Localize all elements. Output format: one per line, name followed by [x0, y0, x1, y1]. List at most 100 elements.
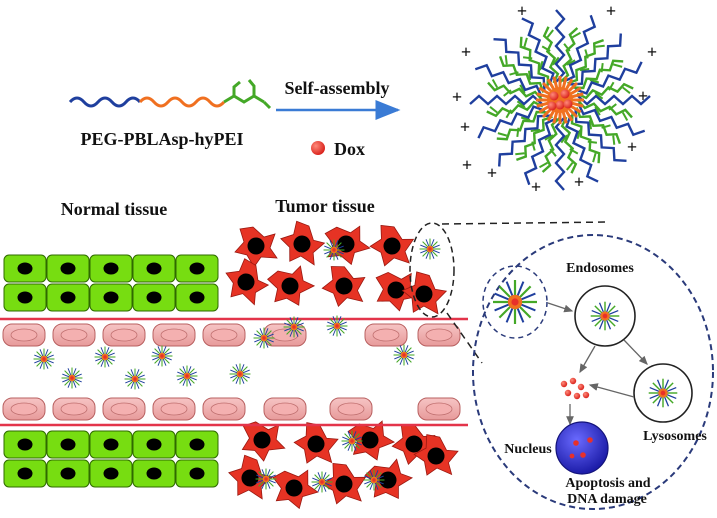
outcome-line-2: DNA damage [567, 492, 647, 507]
hypei-chain [487, 81, 543, 101]
nano-micelle [283, 316, 305, 338]
nano-micelle [393, 344, 415, 366]
normal-cell [3, 459, 47, 488]
hypei-branch [588, 119, 592, 130]
endothelial-cell [52, 397, 96, 421]
peg-chain [477, 105, 546, 139]
hypei-branch [608, 103, 617, 111]
hypei-branch [592, 152, 597, 163]
peg-chain [474, 63, 543, 98]
tumor-cell [319, 218, 374, 272]
tumor-cell [288, 418, 343, 472]
endothelium-top [2, 323, 461, 347]
blood-vessel [0, 317, 470, 427]
hypei-chain [541, 117, 561, 173]
peg-chain [469, 94, 543, 106]
lysosome [633, 363, 693, 423]
endothelial-cell [202, 397, 246, 421]
endothelium-bottom [2, 397, 461, 421]
peg-chain [554, 9, 566, 83]
endothelial-cell [52, 323, 96, 347]
peg-chain [562, 14, 597, 83]
dox-molecule [560, 89, 570, 99]
tumor-cell [267, 462, 322, 516]
peg-chain [523, 117, 558, 186]
nano-micelle [311, 471, 333, 493]
positive-charge-symbol: + [460, 117, 470, 137]
positive-charge-symbol: + [638, 86, 648, 106]
hypei-chain [486, 100, 544, 118]
normal-cell [3, 283, 47, 312]
hypei-branch [594, 92, 604, 100]
hypei-branch [579, 68, 590, 72]
peg-chain [574, 109, 627, 162]
endothelial-cell [417, 323, 461, 347]
hypei-chain [576, 82, 634, 100]
hypei-branch [569, 148, 579, 155]
hypei-branch [509, 71, 519, 76]
normal-cell [132, 254, 176, 283]
dox-molecule [555, 100, 565, 110]
nano-micelle [61, 367, 83, 389]
nano-micelle [255, 468, 277, 490]
hypei-branch [552, 56, 560, 66]
nano-micelle [229, 363, 251, 385]
peg-chain [565, 114, 599, 183]
hypei-branch [589, 79, 600, 84]
hypei-branch [523, 37, 528, 48]
positive-charge-symbol: + [627, 137, 637, 157]
hypei-branch [530, 128, 541, 132]
zoom-line-top [441, 221, 611, 225]
tumor-cell [234, 226, 278, 268]
nano-micelle [124, 368, 146, 390]
tumor-cell [365, 221, 418, 273]
tumor-cell [215, 253, 275, 313]
lysosomes-label: Lysosomes [643, 429, 707, 444]
zoom-source-ellipse [409, 222, 455, 318]
dox-molecule [563, 99, 573, 109]
hypei-branch [516, 100, 526, 108]
normal-cell [175, 430, 219, 459]
hypei-branch [519, 84, 526, 94]
normal-cell [132, 283, 176, 312]
hypei-branch [505, 109, 512, 119]
endothelial-cell [152, 397, 196, 421]
peg-block [68, 96, 142, 108]
hypei-chain [577, 99, 633, 119]
hypei-branch [594, 106, 601, 116]
hypei-branch [503, 89, 512, 97]
positive-charge-symbol: + [462, 155, 472, 175]
hypei-branch [600, 62, 604, 73]
endosome [574, 285, 636, 347]
hypei-branch [549, 148, 557, 157]
hypei-branch [515, 152, 525, 156]
normal-cell [46, 459, 90, 488]
nano-micelle [363, 469, 385, 491]
hypei-block [223, 79, 272, 110]
dox-label: Dox [334, 139, 365, 159]
hypei-branch [520, 116, 531, 121]
outcome-line-1: Apoptosis and [565, 476, 650, 491]
hypei-branch [612, 63, 623, 68]
hypei-branch [489, 106, 498, 114]
nano-micelle [151, 345, 173, 367]
hypei-branch [544, 134, 554, 141]
nano-micelle [176, 365, 198, 387]
hypei-branch [576, 129, 581, 140]
endothelial-cell [152, 323, 196, 347]
normal-cell [46, 283, 90, 312]
peg-chain [498, 114, 551, 167]
hypei-branch [584, 49, 589, 59]
normal-cell [89, 430, 133, 459]
peg-chain [569, 33, 622, 86]
peg-chain [554, 117, 566, 191]
normal-cell [175, 254, 219, 283]
normal-cell [89, 254, 133, 283]
normal-cell [46, 254, 90, 283]
endothelial-cell [102, 397, 146, 421]
cell-uptake-micelle [482, 265, 548, 339]
positive-charge-symbol: + [574, 172, 584, 192]
endothelial-cell [329, 397, 373, 421]
normal-tissue-upper [3, 254, 219, 312]
